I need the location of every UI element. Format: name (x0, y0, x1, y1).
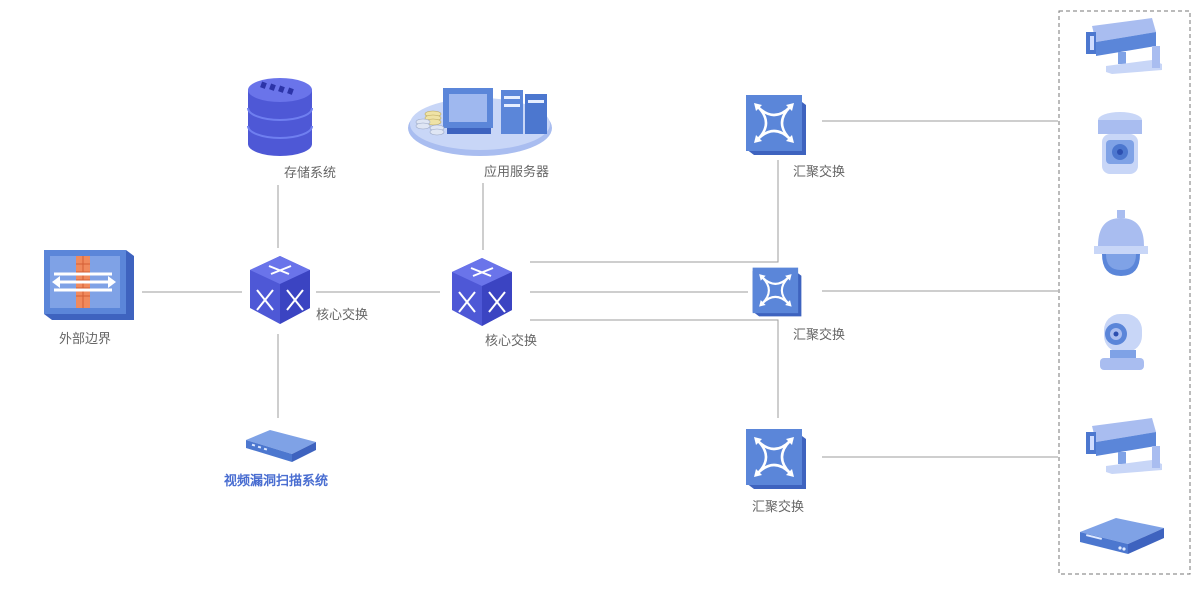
camera-group-box (1058, 10, 1191, 575)
agg2-label: 汇聚交换 (793, 328, 846, 343)
bullet-camera-icon (1086, 18, 1162, 74)
dome-camera-icon (1094, 210, 1148, 276)
bullet-camera-icon (1086, 418, 1162, 474)
scanner-appliance-icon (246, 430, 316, 462)
link-core2-agg3 (530, 319, 779, 418)
agg3-label: 汇聚交换 (752, 500, 805, 515)
aggregation-switch-icon (746, 429, 806, 489)
core-switch-icon (250, 256, 310, 324)
nvr-icon (1080, 518, 1164, 554)
core2-label: 核心交换 (485, 334, 538, 349)
link-core2-agg1 (530, 160, 779, 263)
aggregation-switch-icon (752, 267, 802, 317)
agg1-label: 汇聚交换 (793, 165, 846, 180)
core-switch-icon (452, 258, 512, 326)
storage-label: 存储系统 (284, 166, 337, 181)
core1-label: 核心交换 (316, 308, 369, 323)
home-camera-icon (1100, 314, 1144, 370)
edge-label: 外部边界 (59, 332, 112, 347)
firewall-icon (44, 250, 134, 320)
server-icon (408, 88, 552, 156)
ptz-camera-icon (1098, 112, 1142, 174)
app-server-label: 应用服务器 (484, 165, 550, 180)
aggregation-switch-icon (746, 95, 806, 155)
database-icon (247, 78, 313, 156)
scanner-label: 视频漏洞扫描系统 (224, 474, 329, 489)
